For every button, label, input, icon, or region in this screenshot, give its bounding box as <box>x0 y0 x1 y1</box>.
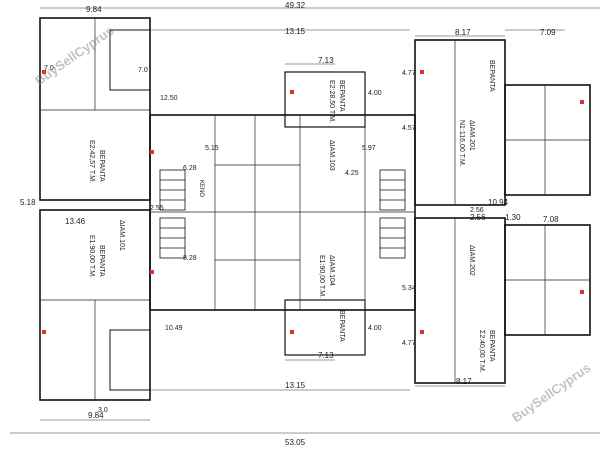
dimension-value: 2.56 <box>470 207 484 214</box>
dimension-value: 4.77 <box>402 340 416 347</box>
dimension-value: 6.28 <box>183 165 197 172</box>
dim-mid-bottom: 13.15 <box>285 381 306 390</box>
dimension-value: 2.55 <box>150 205 164 212</box>
dim-left-bottom: 9.84 <box>88 411 104 420</box>
label-veranda-left-top: ΒΕΡΑΝΤΑ <box>98 150 105 182</box>
interior-partitions <box>40 18 590 400</box>
misc-dimension-values: 7.0 7.0 12.50 6.28 8.28 2.55 5.15 4.00 4.00 4.77 4… <box>44 65 484 414</box>
dim-far-right-mid: 7.08 <box>543 215 559 224</box>
label-kenos-left: ΚΕΝΟ <box>198 180 204 197</box>
dim-far-right-top: 7.09 <box>540 28 556 37</box>
dimension-value: 5.15 <box>205 145 219 152</box>
label-flat-left: ΔΙΑΜ.101 <box>118 220 125 251</box>
dimension-value: 4.25 <box>345 170 359 177</box>
red-markers <box>42 70 584 334</box>
label-area-left-mid: Ε1:90,00 Τ.Μ. <box>88 235 95 278</box>
dimension-value: 4.00 <box>368 325 382 332</box>
dim-left-mid-b: 13.46 <box>65 217 86 226</box>
dimension-value: 10.49 <box>165 325 183 332</box>
dimension-value: 3.0 <box>98 407 108 414</box>
dim-right-bottom: 8.17 <box>456 377 472 386</box>
label-flat-right-bot: ΔΙΑΜ.202 <box>468 245 475 276</box>
label-flat-right-top: ΔΙΑΜ.201 <box>468 120 475 151</box>
dimension-value: 4.77 <box>402 70 416 77</box>
dimension-value: 5.34 <box>402 285 416 292</box>
label-veranda-right-bot: ΒΕΡΑΝΤΑ <box>488 330 495 362</box>
dimension-value: 7.0 <box>138 67 148 74</box>
dimension-value: 7.0 <box>44 65 54 72</box>
dimension-value: 8.28 <box>183 255 197 262</box>
dim-center-a: 7.13 <box>318 56 334 65</box>
dim-left-mid-a: 5.18 <box>20 198 36 207</box>
label-veranda-right-top: ΒΕΡΑΝΤΑ <box>488 60 495 92</box>
bottom-dimension-chains <box>10 359 600 434</box>
label-area-left-top: Ε2:42,57 Τ.Μ. <box>88 140 95 183</box>
dimension-value: 4.00 <box>368 90 382 97</box>
label-area-right-bot: Σ2:40,00 Τ.Μ. <box>478 330 485 373</box>
label-veranda-center-top: ΒΕΡΑΝΤΑ <box>338 80 345 112</box>
dim-r-mid-a: 10.94 <box>488 198 509 207</box>
label-area-center-top: Ε2:28,50 Τ.Μ. <box>328 80 335 123</box>
dim-right-top: 8.17 <box>455 28 471 37</box>
label-veranda-center-bot: ΒΕΡΑΝΤΑ <box>338 310 345 342</box>
label-flat-center-bot: ΔΙΑΜ.104 <box>328 255 335 286</box>
dim-bottom-total: 53.05 <box>285 438 306 447</box>
dimension-value: 4.57 <box>402 125 416 132</box>
label-area-right-top: Ν1:116,00 Τ.Μ. <box>458 120 465 167</box>
dim-top-total: 49.32 <box>285 1 306 10</box>
label-area-center-bot: Ε1:90,00 Τ.Μ. <box>318 255 325 298</box>
dim-left-top: 9.84 <box>86 5 102 14</box>
label-veranda-left-mid: ΒΕΡΑΝΤΑ <box>98 245 105 277</box>
dimension-value: 12.50 <box>160 95 178 102</box>
stair-cores <box>159 169 406 259</box>
dimension-value: 5.97 <box>362 145 376 152</box>
dim-mid-top: 13.15 <box>285 27 306 36</box>
label-flat-center: ΔΙΑΜ.103 <box>328 140 335 171</box>
dim-r-mid-c: 1.30 <box>505 213 521 222</box>
